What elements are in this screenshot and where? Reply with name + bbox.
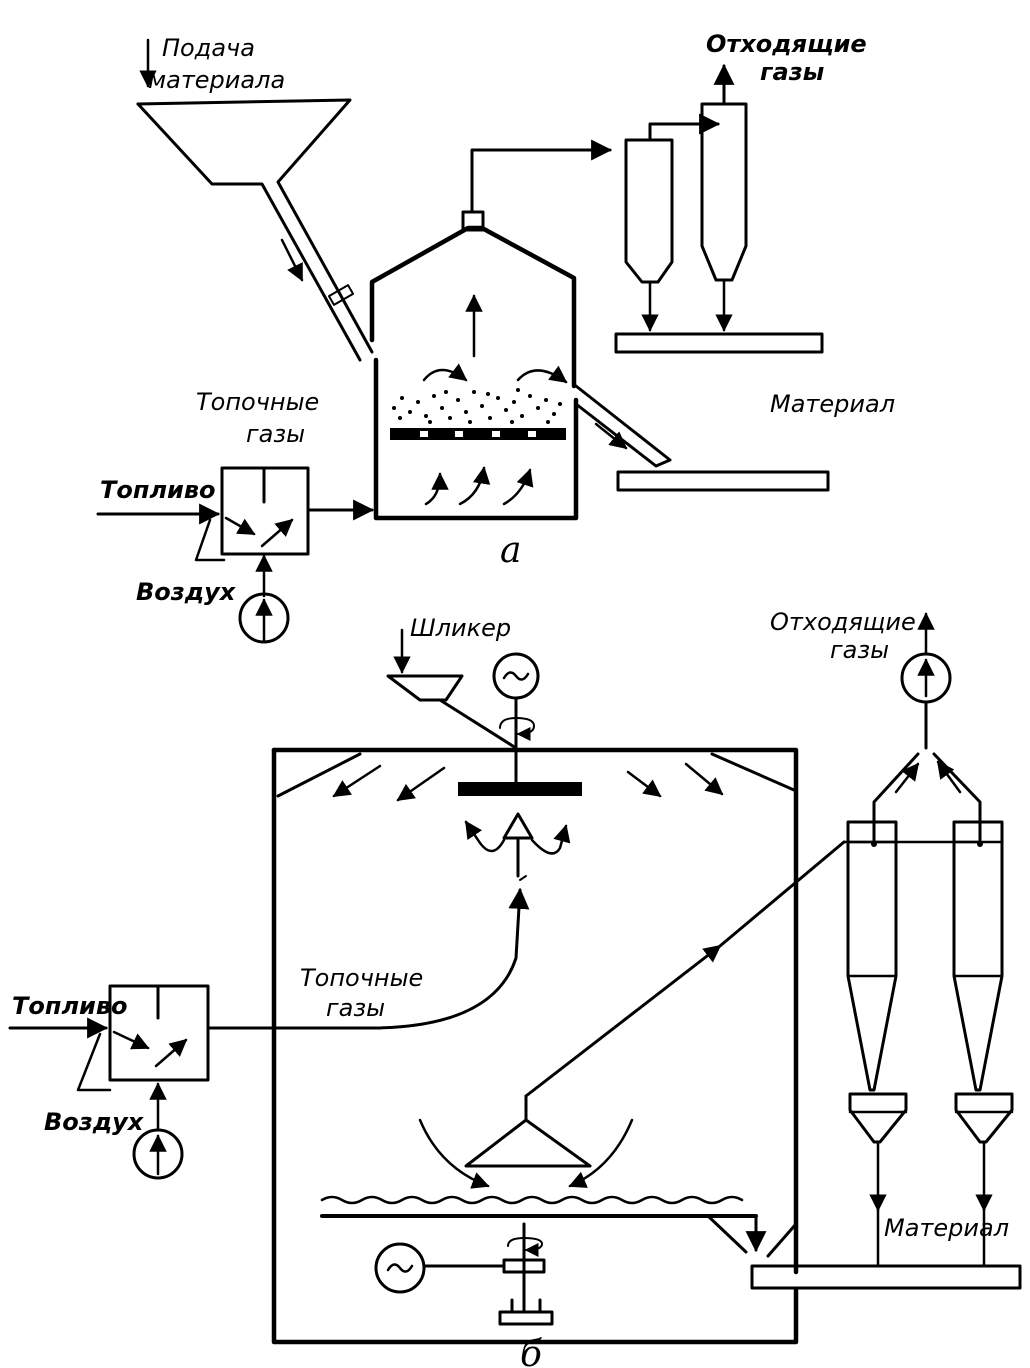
cyclone-1-b (846, 820, 908, 1266)
exhaust-manifold-b (872, 700, 982, 844)
label-slip: Шликер (410, 614, 511, 642)
label-material-b: Материал (884, 1214, 1009, 1242)
conveyor-lower-a (616, 470, 830, 492)
caption-a: а (500, 530, 521, 571)
label-exhaust-gases-b-2: газы (830, 636, 889, 664)
diagram-b: Шликер Отходящие газы Топочные газы Топл… (8, 608, 1022, 1368)
label-material-feed-1: Подача (162, 34, 255, 62)
label-exhaust-gases-b-1: Отходящие (770, 608, 916, 636)
gas-nozzle-b (206, 812, 571, 1030)
drying-chamber-a (369, 210, 579, 521)
caption-b: б (520, 1334, 543, 1368)
label-furnace-gases-b-1: Топочные (300, 964, 423, 992)
feed-hopper (136, 98, 374, 362)
slip-hopper (386, 628, 518, 750)
conveyor-b (750, 1264, 1022, 1290)
label-furnace-gases-a-1: Топочные (196, 388, 319, 416)
bottom-collector-b (418, 840, 846, 1189)
fan-a (238, 592, 290, 644)
exhaust-fan-b (900, 612, 952, 704)
atomizer-disc (458, 782, 582, 796)
label-fuel-b: Топливо (12, 992, 128, 1020)
gas-duct-cyclone-link-a (648, 113, 721, 142)
cyclone-2-a (700, 102, 748, 332)
diagram-a: Подача материала Отходящие газы Топочные… (96, 30, 895, 644)
scraper-motor (374, 1242, 426, 1294)
powder-layer-b (320, 1195, 798, 1258)
label-furnace-gases-b-2: газы (326, 994, 385, 1022)
cyclone-2-b (952, 820, 1014, 1266)
conveyor-upper-a (614, 332, 824, 354)
furnace-b (8, 984, 210, 1130)
fluidized-particles (392, 388, 562, 424)
label-exhaust-gases-a-2: газы (760, 58, 825, 86)
label-furnace-gases-a-2: газы (246, 420, 305, 448)
discharge-chute-a (574, 384, 672, 468)
cyclone-1-a (624, 138, 674, 332)
label-fuel-a: Топливо (100, 476, 216, 504)
spray-arrows (332, 762, 724, 802)
label-material-a: Материал (770, 390, 895, 418)
furnace-a (96, 466, 375, 598)
atomizer-motor (492, 652, 540, 788)
label-material-feed-2: материала (148, 66, 285, 94)
scraper-drive-b (422, 1222, 554, 1326)
label-air-a: Воздух (136, 578, 237, 606)
gas-duct-a (470, 139, 613, 214)
label-exhaust-gases-a-1: Отходящие (706, 30, 867, 58)
drying-chamber-b (271, 747, 799, 1345)
label-air-b: Воздух (44, 1108, 145, 1136)
fan-b (132, 1128, 184, 1180)
